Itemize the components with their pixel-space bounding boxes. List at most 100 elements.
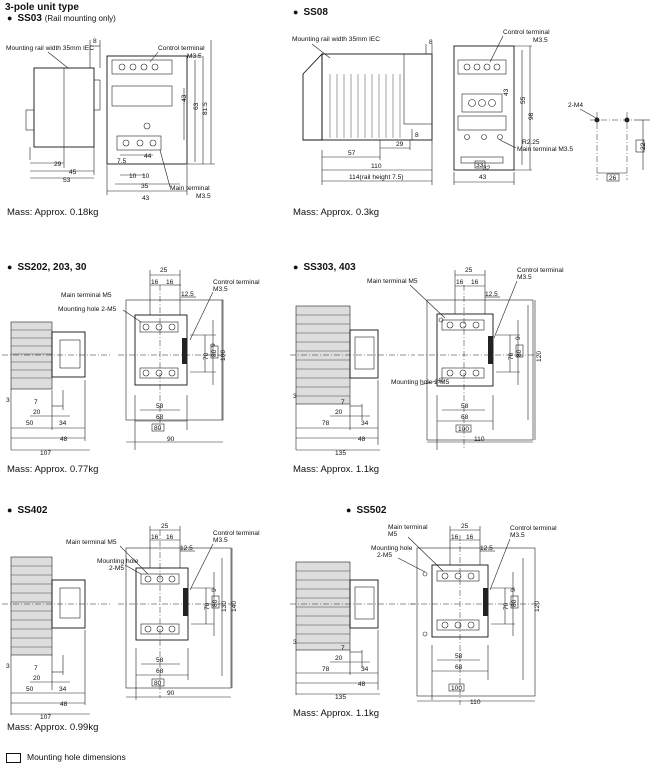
dimension-label-d16b: 16 <box>166 534 174 541</box>
ss03-front-view <box>106 40 215 195</box>
dimension-label-control: Control terminal <box>213 279 260 286</box>
dimension-label-m4: 2-M4 <box>568 102 583 109</box>
mass-ss402: Mass: Approx. 0.99kg <box>7 722 99 733</box>
ss202-front-view <box>118 270 226 450</box>
dimension-label-d80b: 80 <box>154 680 162 687</box>
dimension-label-main: Main terminal M5 <box>66 539 117 546</box>
dimension-label-d45: 45 <box>69 169 77 176</box>
dimension-label-d16b: 16 <box>166 279 174 286</box>
legend-label: Mounting hole dimensions <box>27 752 126 762</box>
dimension-label-d80: 80 <box>211 349 218 357</box>
dimension-label-d16b: 16 <box>471 279 479 286</box>
dimension-label-d50: 50 <box>26 420 34 427</box>
dimension-label-control_size: M3.5 <box>517 274 532 281</box>
dimension-label-d90: 90 <box>167 436 175 443</box>
dimension-label-d9: 9 <box>510 588 517 592</box>
mass-ss03: Mass: Approx. 0.18kg <box>7 207 99 218</box>
dimension-label-d815: 81.5 <box>202 102 209 115</box>
dimension-label-d9: 9 <box>515 336 522 340</box>
dimension-label-d29: 29 <box>396 141 404 148</box>
dimension-label-d34: 34 <box>361 666 369 673</box>
dimension-label-d80: 80 <box>511 599 518 607</box>
dimension-label-d75: 7.5 <box>117 158 126 165</box>
ss402-front-view <box>118 526 236 700</box>
dimension-label-d68: 68 <box>156 414 164 421</box>
dimension-label-d120: 120 <box>534 601 541 612</box>
dimension-label-d53: 53 <box>63 177 71 184</box>
dimension-label-hole: Mounting hole 2-M5 <box>58 306 117 313</box>
dimension-label-d130: 130 <box>221 601 228 612</box>
dimension-label-d125: 12.5 <box>485 291 498 298</box>
dimension-label-d7: 7 <box>34 665 38 672</box>
dimension-label-d80: 80 <box>212 599 219 607</box>
dimension-label-d43: 43 <box>479 174 487 181</box>
dimension-label-hole2: 2-M5 <box>109 565 124 572</box>
dimension-label-control: Control terminal <box>158 45 205 52</box>
ss303-front-view <box>418 270 538 450</box>
ss202-side-view <box>2 321 110 451</box>
dimension-label-d100: 100 <box>458 426 469 433</box>
dimension-label-d3: 3 <box>293 639 297 646</box>
legend: Mounting hole dimensions <box>6 752 126 763</box>
dimension-label-d70: 70 <box>503 602 510 610</box>
page-title: 3-pole unit type <box>5 2 79 13</box>
dimension-label-d100: 100 <box>220 350 227 361</box>
dimension-label-control_size: M3.5 <box>510 532 525 539</box>
model-title-ss03: ●SS03 (Rail mounting only) <box>7 13 116 24</box>
ss502-side-view <box>290 561 415 695</box>
dimension-label-d32: 32 <box>483 165 491 172</box>
dimension-label-d70: 70 <box>204 602 211 610</box>
dimension-label-d120: 120 <box>536 351 543 362</box>
dimension-label-control_size: M3.5 <box>533 37 548 44</box>
dimension-label-d58: 58 <box>455 653 463 660</box>
dimension-label-d44: 44 <box>144 153 152 160</box>
dimension-label-d16a: 16 <box>151 279 159 286</box>
dimension-label-control: Control terminal <box>510 525 557 532</box>
dimension-label-rail: Mounting rail width 35mm IEC <box>292 36 380 43</box>
dimension-label-d8: 8 <box>93 38 97 45</box>
dimension-label-d10b: 10 <box>142 173 150 180</box>
dimension-label-d25: 25 <box>461 523 469 530</box>
dimension-label-d68: 68 <box>156 668 164 675</box>
model-title-ss202: ●SS202, 203, 30 <box>7 262 87 273</box>
dimension-label-d43: 43 <box>181 94 188 102</box>
ss03-rail-label: Mounting rail width 35mm IEC <box>6 45 94 52</box>
dimension-label-d34: 34 <box>59 420 67 427</box>
model-title-ss502: ●SS502 <box>346 505 387 516</box>
model-name: SS03 <box>17 13 42 24</box>
dimension-label-d26: 26 <box>609 175 617 182</box>
dimension-label-d16b: 16 <box>466 534 474 541</box>
mass-ss303: Mass: Approx. 1.1kg <box>293 464 380 475</box>
dimension-label-d107: 107 <box>40 714 51 721</box>
model-note: (Rail mounting only) <box>44 14 116 23</box>
dimension-label-d140: 140 <box>231 601 238 612</box>
ss303-side-view <box>290 305 415 451</box>
dimension-label-hole: Mounting hole 2-M5 <box>391 379 450 386</box>
mass-ss202: Mass: Approx. 0.77kg <box>7 464 99 475</box>
model-title-ss402: ●SS402 <box>7 505 48 516</box>
dimension-label-d34: 34 <box>59 686 67 693</box>
dimension-label-d9: 9 <box>211 588 218 592</box>
dimension-label-main: Main terminal M5 <box>61 292 112 299</box>
dimension-label-d78: 78 <box>322 420 330 427</box>
ss502-front-view <box>410 526 540 705</box>
dimension-label-d55a: 55 <box>520 96 527 104</box>
dimension-label-d78: 78 <box>322 666 330 673</box>
dimension-label-control_size: M3.5 <box>213 537 228 544</box>
dimension-label-d90: 90 <box>167 690 175 697</box>
dimension-label-d98: 98 <box>528 112 535 120</box>
dimension-label-d70: 70 <box>508 352 515 360</box>
dimension-label-d16a: 16 <box>456 279 464 286</box>
dimension-label-d3: 3 <box>293 393 297 400</box>
dimension-label-d135: 135 <box>335 694 346 701</box>
dimension-label-hole: Mounting hole <box>371 545 413 552</box>
dimension-label-d20: 20 <box>335 655 343 662</box>
dimension-label-d43b: 43 <box>142 195 150 202</box>
dimension-label-d33: 33 <box>476 162 484 169</box>
dimension-label-d20: 20 <box>335 409 343 416</box>
dimension-label-d125: 12.5 <box>180 545 193 552</box>
dimension-label-d25: 25 <box>160 267 168 274</box>
dimension-label-hole2: 2-M5 <box>377 552 392 559</box>
